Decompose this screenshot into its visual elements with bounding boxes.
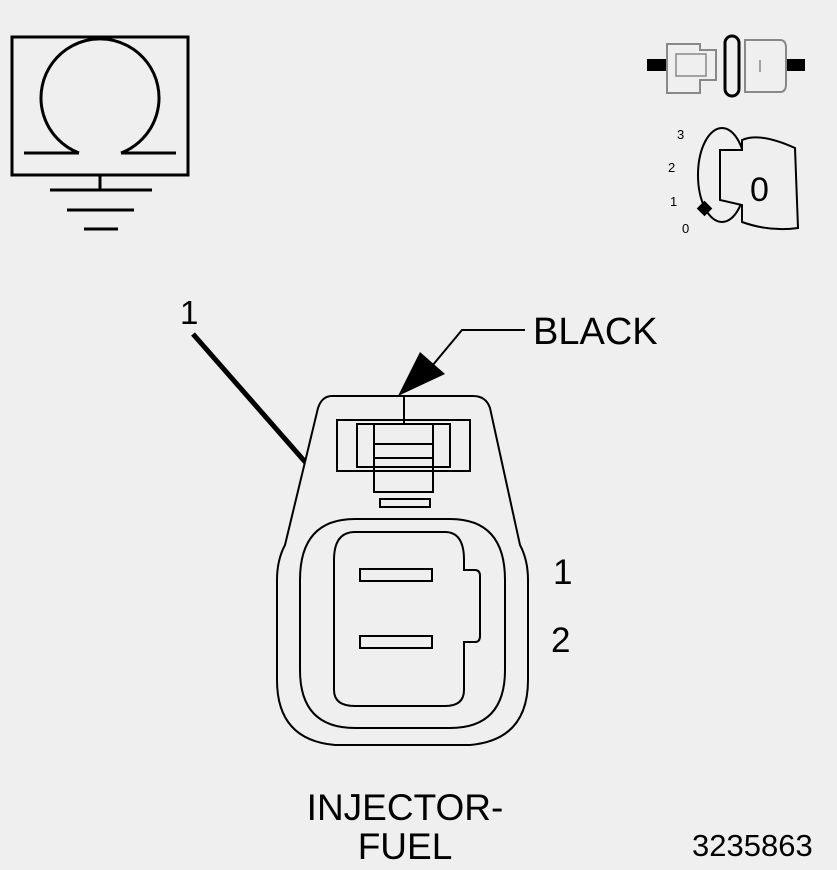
component-name: INJECTOR- FUEL	[270, 788, 540, 866]
component-name-line-2: FUEL	[357, 826, 453, 867]
black-callout-leader	[398, 329, 525, 396]
key-position-2: 2	[668, 160, 676, 175]
key-position-3: 3	[677, 127, 685, 142]
pin-2-terminal	[359, 635, 433, 649]
component-name-line-1: INJECTOR-	[306, 787, 504, 828]
key-position-0: 0	[682, 221, 690, 236]
pin-1-terminal	[359, 568, 433, 582]
ignition-key-icon	[696, 127, 800, 231]
wire-color-label: BLACK	[533, 311, 658, 353]
callout-leader-number: 1	[180, 294, 199, 331]
disconnected-connector-icon	[647, 34, 805, 98]
ohmmeter-ground-icon	[10, 35, 190, 231]
key-position-1: 1	[670, 194, 678, 209]
pin-2-number: 2	[551, 621, 571, 660]
figure-id: 3235863	[692, 828, 813, 863]
pin-1-number: 1	[553, 553, 573, 592]
injector-connector	[276, 395, 529, 746]
key-selected-position: 0	[750, 171, 769, 209]
